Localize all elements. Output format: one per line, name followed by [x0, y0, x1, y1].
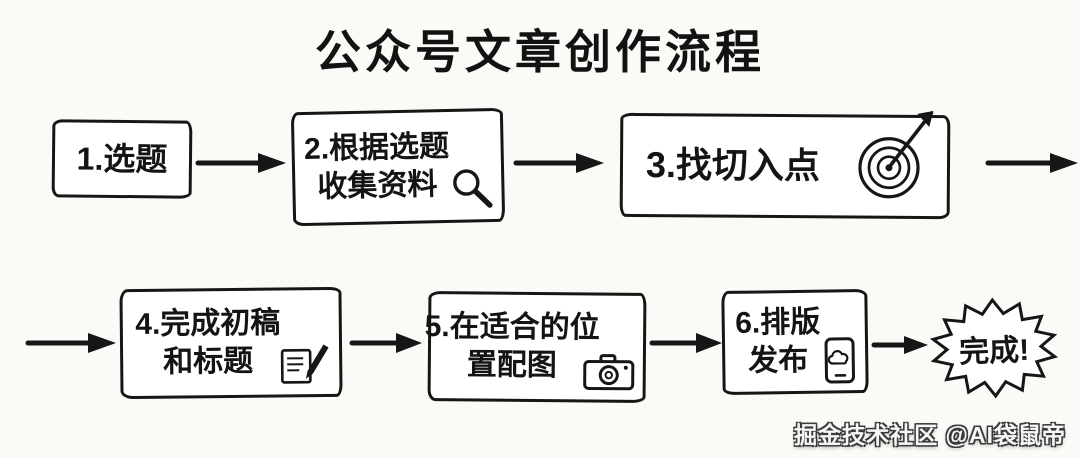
flow-arrow	[349, 333, 422, 353]
diagram-title: 公众号文章创作流程	[315, 26, 765, 78]
flow-arrow	[985, 153, 1078, 173]
step-6-box: 6.排版 发布	[721, 288, 869, 396]
step-5-box: 5.在适合的位 置配图	[425, 291, 647, 403]
target-dart-icon	[858, 111, 934, 199]
phone-upload-icon	[824, 337, 855, 384]
step-6-label-line2: 发布	[748, 343, 809, 378]
step-4-label-line2: 和标题	[163, 344, 254, 379]
step-4-label-line1: 4.完成初稿	[135, 306, 281, 341]
watermark-text: 掘金技术社区 @AI袋鼠帝	[794, 422, 1066, 448]
step-2-label-line2: 收集资料	[317, 168, 438, 204]
starburst-shape	[929, 297, 1059, 399]
flow-arrow	[25, 333, 116, 353]
flow-arrow	[649, 333, 722, 353]
step-1-box: 1.选题	[51, 119, 193, 199]
step-4-box: 4.完成初稿 和标题	[119, 286, 343, 400]
flow-arrow	[195, 153, 286, 173]
completion-starburst: 完成!	[926, 294, 1062, 403]
step-2-label-line1: 2.根据选题	[303, 129, 450, 166]
step-2-box: 2.根据选题 收集资料	[290, 107, 506, 227]
step-3-label: 3.找切入点	[645, 143, 821, 187]
step-5-label-line2: 置配图	[466, 348, 557, 383]
memo-pencil-icon	[280, 344, 329, 384]
flow-arrow	[513, 153, 604, 173]
camera-icon	[583, 354, 635, 391]
step-1-label: 1.选题	[76, 140, 168, 177]
step-6-label-line1: 6.排版	[734, 305, 821, 340]
completion-label: 完成!	[958, 333, 1030, 370]
step-3-box: 3.找切入点	[619, 111, 951, 220]
magnifier-icon	[453, 169, 493, 208]
step-5-label-line1: 5.在适合的位	[424, 309, 600, 345]
flow-arrow	[871, 336, 928, 354]
